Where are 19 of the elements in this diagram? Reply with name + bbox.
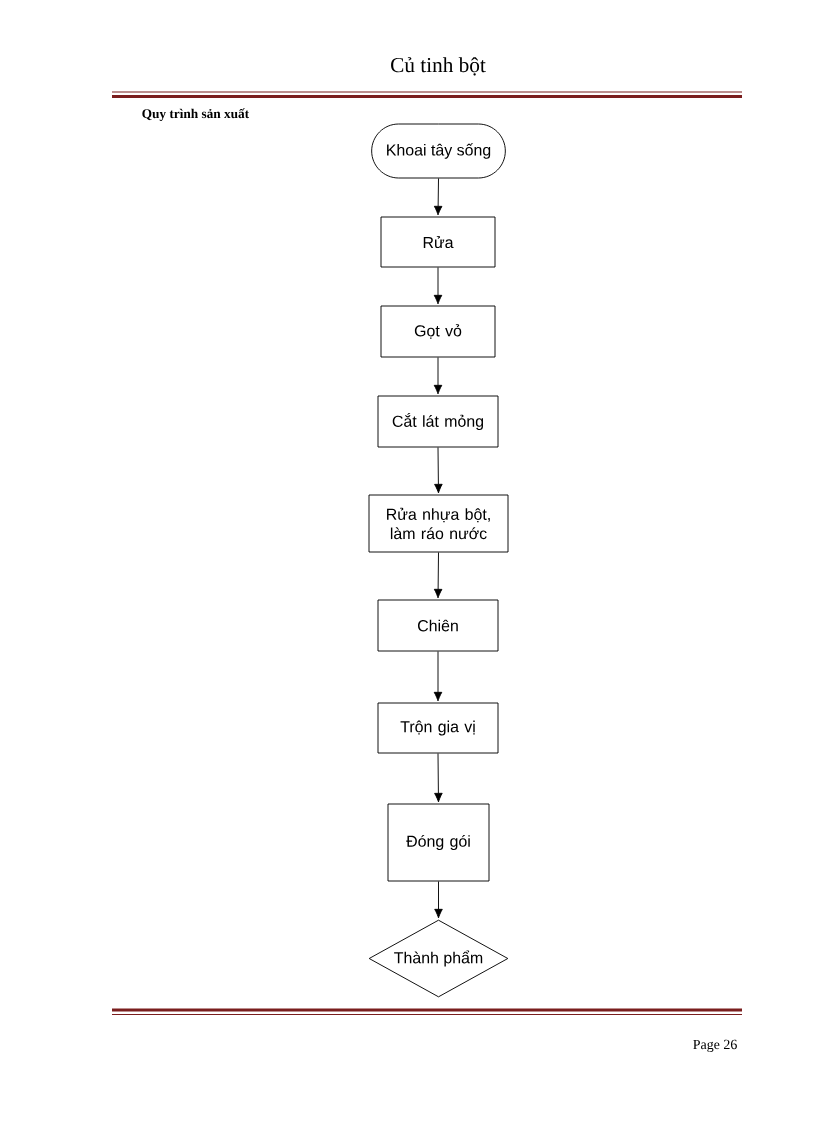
process-box: Chiên	[377, 599, 499, 652]
arrow	[434, 447, 443, 494]
process-terminator: Khoai tây sống	[371, 123, 506, 179]
arrow	[433, 552, 443, 599]
process-box: Rửa	[380, 216, 496, 268]
arrow	[434, 881, 443, 919]
arrow	[433, 651, 443, 702]
process-box: Rửa nhựa bột, làm ráo nước	[368, 494, 509, 553]
page-header: Củ tinh bột	[391, 57, 486, 76]
arrow	[433, 267, 443, 305]
process-box: Cắt lát mỏng	[377, 395, 499, 448]
diagram-title: Quy trình sản xuất	[142, 108, 250, 121]
arrow	[433, 178, 443, 216]
arrow	[433, 357, 443, 395]
page-number: Page 26	[693, 1039, 737, 1052]
arrow	[434, 753, 443, 803]
process-box: Gọt vỏ	[380, 305, 496, 358]
process-box: Đóng gói	[387, 803, 490, 882]
process-box: Trộn gia vị	[377, 702, 499, 754]
